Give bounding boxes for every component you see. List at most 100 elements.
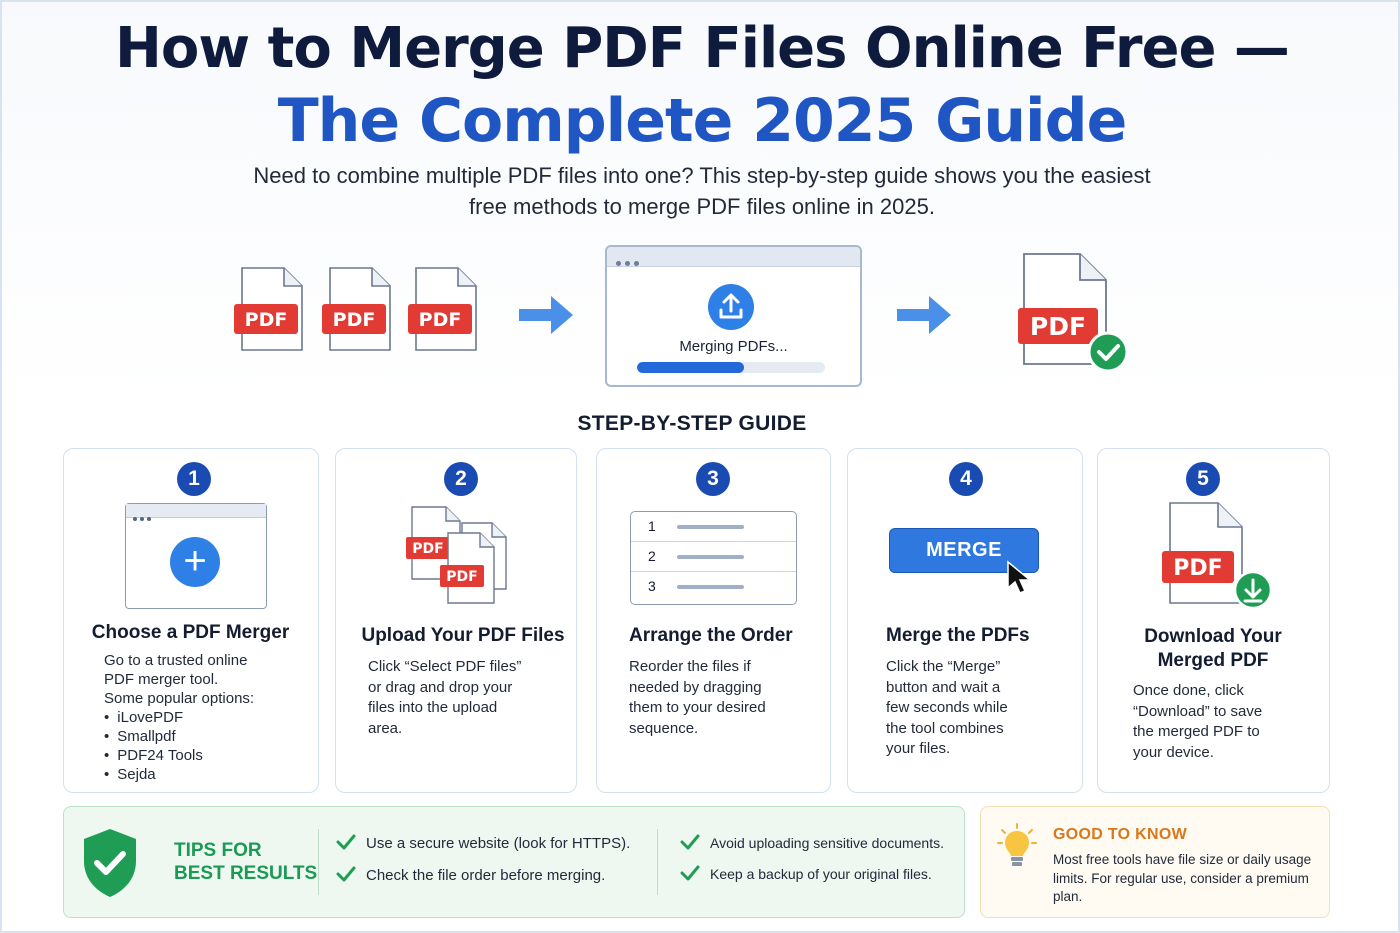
step-number-badge: 2 xyxy=(444,462,478,496)
step-number-badge: 3 xyxy=(696,462,730,496)
merged-pdf-icon: PDF xyxy=(1014,252,1130,374)
pdf-label: PDF xyxy=(419,309,462,331)
step-description: Reorder the files if needed by dragging … xyxy=(629,657,824,739)
checkmark-icon xyxy=(680,833,700,854)
shield-check-icon xyxy=(80,827,140,904)
step-text-line: files into the upload xyxy=(368,699,498,716)
step-card-5: 5 PDF Download Your Merged PDF Once done… xyxy=(1097,448,1330,793)
pdf-label: PDF xyxy=(446,569,477,585)
pdf-label: PDF xyxy=(1173,556,1222,581)
step-description: Once done, click “Download” to save the … xyxy=(1133,681,1323,763)
step-text-line: Click the “Merge” xyxy=(886,658,1001,675)
step-text-line: needed by dragging xyxy=(629,678,762,696)
mouse-cursor-icon xyxy=(1005,560,1033,601)
list-row-number: 3 xyxy=(648,578,656,594)
merger-option: Sejda xyxy=(104,765,304,784)
list-row-number: 2 xyxy=(648,548,656,564)
tip-item: Use a secure website (look for HTTPS). xyxy=(336,834,631,852)
multiple-pdfs-icon: PDF PDF xyxy=(402,505,514,607)
merging-browser-window: Merging PDFs... xyxy=(605,245,862,387)
step-text-line: Go to a trusted online xyxy=(104,652,248,669)
merger-options-list: iLovePDF Smallpdf PDF24 Tools Sejda xyxy=(104,708,304,784)
step-text-line: your device. xyxy=(1133,743,1214,761)
tips-title-line: BEST RESULTS xyxy=(174,863,318,884)
source-pdf-icon-3: PDF xyxy=(408,266,480,354)
tip-text: Use a secure website (look for HTTPS). xyxy=(366,835,631,852)
tips-title: TIPS FOR BEST RESULTS xyxy=(174,839,317,885)
page-subtitle: Need to combine multiple PDF files into … xyxy=(253,163,1151,219)
pdf-label: PDF xyxy=(1030,312,1086,341)
step-card-4: 4 MERGE Merge the PDFs Click the “Merge”… xyxy=(847,448,1083,793)
step-title: Download Your Merged PDF xyxy=(1098,625,1328,673)
step-text-line: your files. xyxy=(886,740,951,757)
step-text-line: or drag and drop your xyxy=(368,678,513,696)
step-text-line: Reorder the files if xyxy=(629,658,751,675)
checkmark-icon xyxy=(336,865,356,887)
merger-option: PDF24 Tools xyxy=(104,746,304,765)
plus-icon: + xyxy=(170,537,220,587)
step-text-line: button and wait a xyxy=(886,678,1001,696)
step-title: Choose a PDF Merger xyxy=(91,622,290,643)
merge-progress-fill xyxy=(637,362,745,373)
step-text-line: PDF merger tool. xyxy=(104,671,219,688)
lightbulb-icon xyxy=(997,823,1037,876)
step-card-2: 2 PDF PDF Upload Your PDF Files Click “S… xyxy=(335,448,577,793)
tip-text: Keep a backup of your original files. xyxy=(710,866,932,882)
source-pdf-icon-2: PDF xyxy=(322,266,394,354)
step-text-line: Click “Select PDF files” xyxy=(368,658,522,675)
divider xyxy=(318,829,319,895)
download-pdf-icon: PDF xyxy=(1156,501,1276,613)
list-row-number: 1 xyxy=(648,518,656,534)
step-title: Arrange the Order xyxy=(629,625,793,646)
step-card-3: 3 1 2 3 Arrange the Order Reorder the fi… xyxy=(596,448,831,793)
step-text-line: few seconds while xyxy=(886,699,1008,716)
step-card-1: 1 + Choose a PDF Merger Go to a trusted … xyxy=(63,448,319,793)
step-number-badge: 1 xyxy=(177,462,211,496)
good-to-know-body: Most free tools have file size or daily … xyxy=(1053,852,1312,904)
step-number-badge: 5 xyxy=(1186,462,1220,496)
reorder-list-icon: 1 2 3 xyxy=(630,511,797,605)
step-title: Upload Your PDF Files xyxy=(361,625,565,646)
pdf-label: PDF xyxy=(245,309,288,331)
tip-item: Check the file order before merging. xyxy=(336,866,605,884)
pdf-label: PDF xyxy=(333,309,376,331)
browser-window-icon: + xyxy=(125,503,267,609)
step-text-line: them to your desired xyxy=(629,699,766,716)
merger-option: iLovePDF xyxy=(104,708,304,727)
merge-button[interactable]: MERGE xyxy=(889,528,1039,573)
tip-text: Avoid uploading sensitive documents. xyxy=(710,835,945,851)
divider xyxy=(657,829,658,895)
step-description: Click “Select PDF files” or drag and dro… xyxy=(368,657,568,739)
arrow-right-icon xyxy=(895,292,953,343)
merging-status-text: Merging PDFs... xyxy=(679,338,788,355)
merger-option: Smallpdf xyxy=(104,727,304,746)
step-description: Click the “Merge” button and wait a few … xyxy=(886,657,1076,760)
step-text-line: Once done, click xyxy=(1133,682,1244,699)
page-title-line-2: The Complete 2025 Guide xyxy=(277,86,1128,156)
tip-item: Keep a backup of your original files. xyxy=(680,865,932,882)
step-text-line: area. xyxy=(368,719,403,737)
tips-title-line: TIPS FOR xyxy=(174,840,262,861)
step-text-line: the tool combines xyxy=(886,719,1004,737)
tip-item: Avoid uploading sensitive documents. xyxy=(680,834,945,851)
source-pdf-icon-1: PDF xyxy=(234,266,306,354)
step-title-line: Download Your xyxy=(1144,626,1282,647)
step-text-line: Some popular options: xyxy=(104,690,255,707)
section-title: STEP-BY-STEP GUIDE xyxy=(577,412,807,435)
page-title-line-1: How to Merge PDF Files Online Free — xyxy=(115,16,1290,81)
check-circle-icon xyxy=(1087,331,1129,373)
good-to-know-title: GOOD TO KNOW xyxy=(1053,826,1187,843)
merge-progress-bar xyxy=(637,362,825,373)
tips-panel: TIPS FOR BEST RESULTS Use a secure websi… xyxy=(63,806,965,918)
step-text-line: sequence. xyxy=(629,719,699,737)
step-description: Go to a trusted online PDF merger tool. … xyxy=(104,651,304,784)
step-number-badge: 4 xyxy=(949,462,983,496)
arrow-right-icon xyxy=(517,292,575,343)
upload-icon xyxy=(708,284,754,330)
step-text-line: “Download” to save xyxy=(1133,702,1263,720)
step-text-line: the merged PDF to xyxy=(1133,723,1260,740)
step-title: Merge the PDFs xyxy=(886,625,1030,646)
checkmark-icon xyxy=(680,864,700,885)
good-to-know-panel: GOOD TO KNOW Most free tools have file s… xyxy=(980,806,1330,918)
